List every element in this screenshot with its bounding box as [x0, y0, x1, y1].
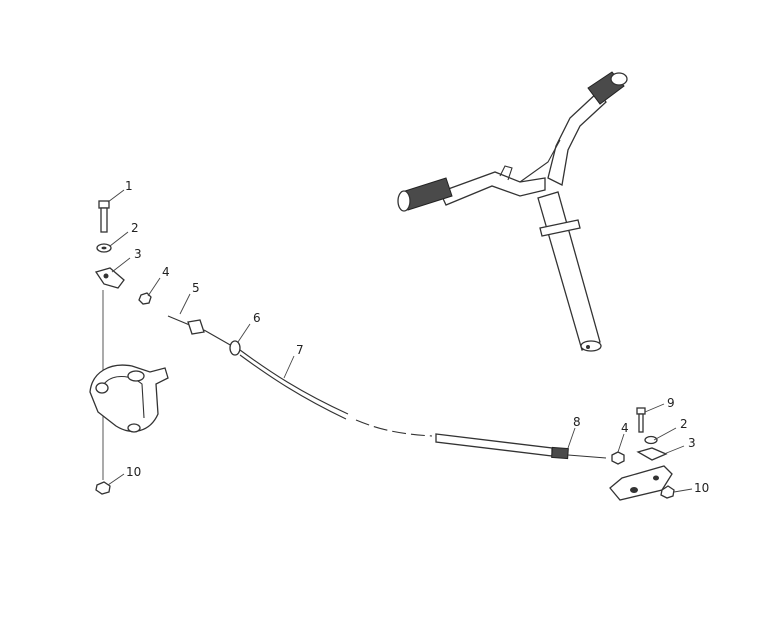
callout-4-right: 4: [621, 421, 629, 435]
mounting-plate-hole-2: [653, 475, 659, 481]
handlebar-right-arm: [547, 91, 607, 186]
callout-6: 6: [253, 311, 261, 325]
bolt-head-left: [98, 200, 110, 209]
callout-9: 9: [667, 396, 675, 410]
cable-segment-a: [203, 329, 233, 347]
clamp-housing: [89, 364, 169, 432]
right-grip-end: [610, 72, 628, 86]
callout-7: 7: [296, 343, 304, 357]
nut-right: [611, 451, 625, 465]
washer-left-hole: [101, 246, 107, 250]
column-collar: [539, 219, 581, 237]
callout-8: 8: [573, 415, 581, 429]
callout-1: 1: [125, 179, 133, 193]
handlebar-assembly: [397, 71, 628, 352]
clamp-boss-top: [127, 370, 145, 382]
clamp-boss-bottom: [127, 423, 141, 433]
steering-column-hole: [586, 345, 590, 349]
callout-10-left: 10: [126, 465, 142, 479]
mounting-plate-hole-1: [630, 487, 638, 493]
clamp-boss-side: [95, 382, 109, 394]
callout-10-right: 10: [694, 481, 710, 495]
left-hardware: [89, 200, 169, 495]
handlebar-brace: [519, 139, 561, 183]
cable-middle: [355, 419, 433, 437]
cable-adjuster: [551, 446, 569, 460]
cable-inner-right: [567, 454, 607, 459]
washer-right: [644, 435, 658, 445]
bolt-shank-right: [638, 413, 644, 433]
control-cable: [167, 315, 607, 460]
cable-inner-end: [167, 315, 193, 327]
callout-5: 5: [192, 281, 200, 295]
nut-bottom-right: [660, 485, 675, 499]
link-bracket-right: [636, 447, 668, 461]
handlebar-brace-2: [499, 165, 513, 181]
mounting-plate: [609, 465, 673, 501]
cable-grommet: [229, 340, 241, 356]
callout-3-right: 3: [688, 436, 696, 450]
clamp-housing-detail: [103, 375, 145, 419]
steering-column-end: [580, 340, 602, 352]
leader-lines: [107, 189, 693, 493]
handlebar-left-arm: [439, 171, 546, 206]
bolt-shank-left: [100, 207, 108, 233]
bolt-head-right: [636, 407, 646, 415]
cable-housing-2: [239, 354, 347, 420]
cable-housing: [239, 349, 349, 415]
cable-ferrule: [187, 319, 205, 335]
callout-2-right: 2: [680, 417, 688, 431]
link-bracket-left: [94, 267, 125, 289]
callout-4-left: 4: [162, 265, 170, 279]
steering-column: [537, 191, 601, 351]
left-grip-end: [397, 190, 411, 212]
callout-3-left: 3: [134, 247, 142, 261]
callout-2-left: 2: [131, 221, 139, 235]
right-hardware: [609, 407, 675, 501]
nut-bottom-left: [95, 481, 111, 495]
link-bracket-left-hole: [103, 273, 109, 279]
cable-end-sleeve: [435, 433, 553, 457]
